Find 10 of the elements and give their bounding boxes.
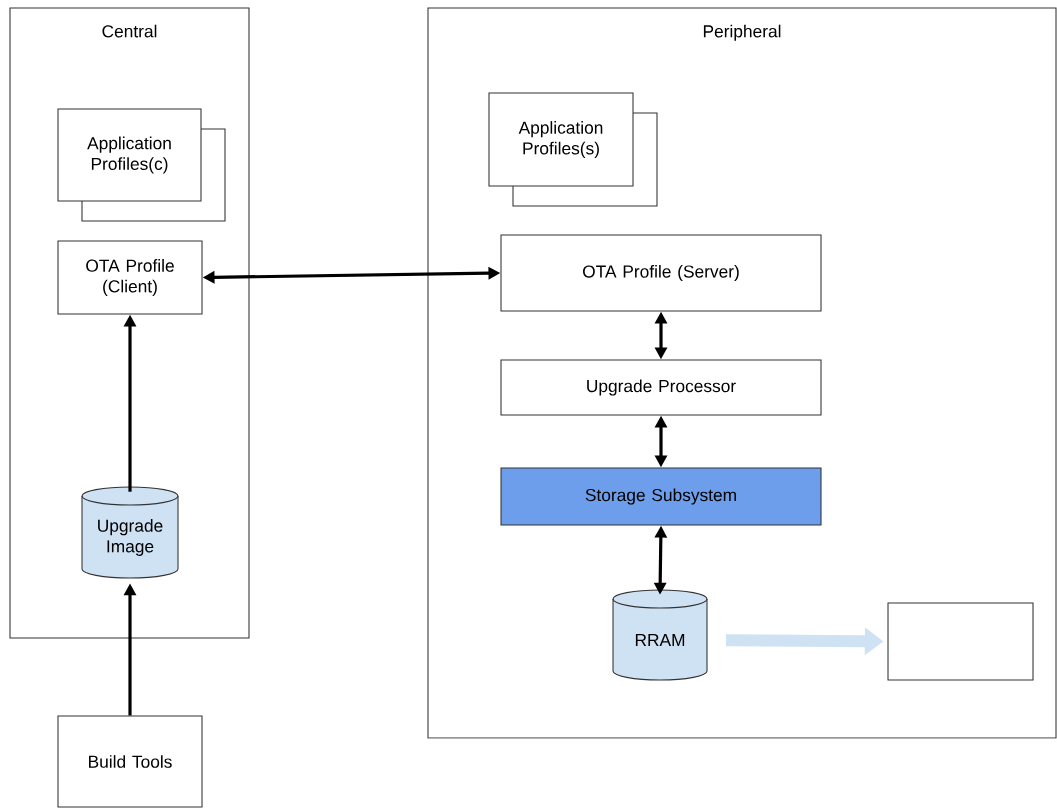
process-box: Build Tools — [57, 715, 203, 808]
stacked-box: Application Profiles(s) — [488, 92, 658, 207]
process-box: OTA Profile (Client) — [57, 240, 203, 315]
cylinder: RRAM — [612, 589, 708, 681]
process-box: OTA Profile (Server) — [500, 234, 822, 312]
process-box: Upgrade Processor — [500, 359, 822, 416]
process-box: Storage Subsystem — [500, 467, 822, 526]
stacked-box: Application Profiles(c) — [57, 108, 226, 222]
cylinder: Upgrade Image — [81, 486, 179, 579]
process-box — [887, 602, 1034, 681]
